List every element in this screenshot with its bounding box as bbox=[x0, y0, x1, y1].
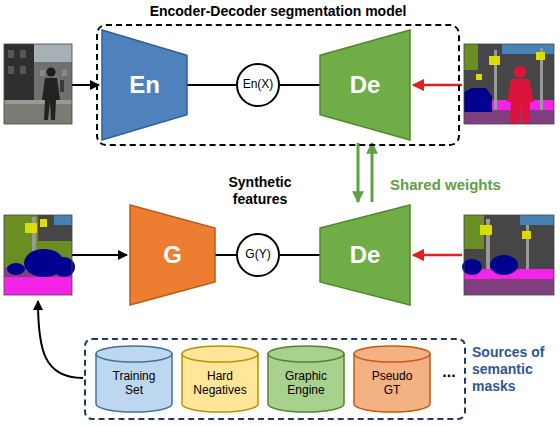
text-holder: Training Set bbox=[96, 362, 172, 406]
input-arrow bbox=[72, 254, 127, 256]
connector bbox=[187, 84, 236, 86]
supervision-arrow bbox=[413, 254, 462, 257]
feature-circle: G(Y) bbox=[236, 233, 280, 277]
source-name: Graphic Engine bbox=[278, 370, 334, 398]
trapezoid-shape bbox=[130, 205, 215, 305]
text-holder: De bbox=[320, 205, 410, 305]
text-holder: En(X) bbox=[236, 63, 280, 107]
connector bbox=[371, 143, 374, 202]
connector bbox=[280, 254, 320, 256]
generator-block: G bbox=[130, 205, 215, 305]
feature-name: G(Y) bbox=[245, 248, 270, 262]
trapezoid-shape bbox=[102, 30, 187, 140]
cylinder-top bbox=[96, 346, 172, 362]
text-holder: Hard Negatives bbox=[182, 362, 258, 406]
feature-name: En(X) bbox=[243, 78, 274, 92]
sharing-label: Shared weights bbox=[390, 176, 550, 194]
segmentation-mask bbox=[464, 44, 554, 124]
street-photo bbox=[4, 44, 72, 124]
text-holder: En bbox=[102, 30, 187, 140]
database-cylinder: Training Set bbox=[96, 346, 172, 412]
text-holder: De bbox=[320, 30, 410, 140]
cylinder-top bbox=[268, 346, 344, 362]
cylinder-top bbox=[354, 346, 430, 362]
group-heading: Sources of semantic masks bbox=[472, 344, 552, 394]
circle-shape bbox=[237, 234, 279, 276]
source-name: Hard Negatives bbox=[192, 370, 248, 398]
database-cylinder: Pseudo GT bbox=[354, 346, 430, 412]
decoder-block: De bbox=[320, 30, 410, 140]
cylinder-top bbox=[182, 346, 258, 362]
feature-label: Synthetic features bbox=[215, 174, 305, 208]
block-name: De bbox=[350, 71, 381, 99]
supervision-arrow bbox=[413, 84, 462, 87]
text-holder: G(Y) bbox=[236, 233, 280, 277]
block-name: En bbox=[129, 71, 160, 99]
more-sources: ... bbox=[436, 362, 462, 381]
circle-shape bbox=[237, 64, 279, 106]
source-arrow bbox=[38, 301, 83, 378]
connector bbox=[215, 254, 236, 256]
block-name: De bbox=[350, 241, 381, 269]
encoder-block: En bbox=[102, 30, 187, 140]
input-mask bbox=[4, 215, 75, 295]
trapezoid-shape bbox=[320, 205, 410, 305]
group-heading: Encoder-Decoder segmentation model bbox=[58, 3, 498, 20]
text-holder: Pseudo GT bbox=[354, 362, 430, 406]
database-cylinder: Graphic Engine bbox=[268, 346, 344, 412]
trapezoid-shape bbox=[320, 30, 410, 140]
source-name: Pseudo GT bbox=[364, 370, 420, 398]
block-name: G bbox=[163, 241, 182, 269]
feature-circle: En(X) bbox=[236, 63, 280, 107]
sources-group: Sources of semantic masksTraining SetHar… bbox=[84, 338, 466, 420]
model-group: Encoder-Decoder segmentation modelEnEn(X… bbox=[96, 24, 460, 146]
input-arrow bbox=[72, 84, 99, 86]
database-cylinder: Hard Negatives bbox=[182, 346, 258, 412]
connector bbox=[357, 143, 360, 202]
text-holder: G bbox=[130, 205, 215, 305]
connector bbox=[280, 84, 320, 86]
target-mask bbox=[462, 215, 554, 295]
text-holder: Graphic Engine bbox=[268, 362, 344, 406]
source-name: Training Set bbox=[106, 370, 162, 398]
decoder-block: De bbox=[320, 205, 410, 305]
